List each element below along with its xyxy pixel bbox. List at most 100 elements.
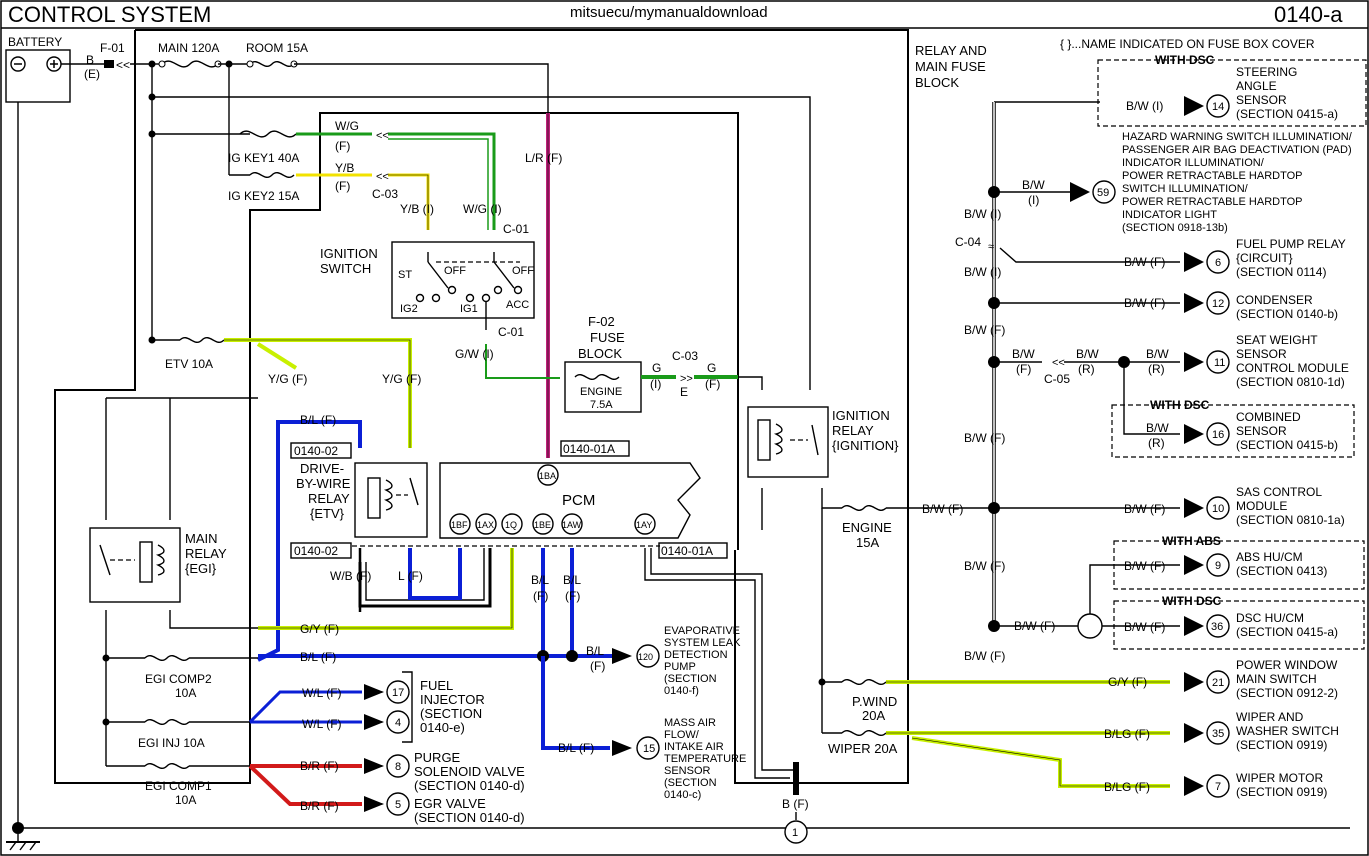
pcm-label: PCM: [562, 492, 595, 509]
svg-text:≈: ≈: [988, 241, 994, 253]
svg-text:(SECTION 0140-d): (SECTION 0140-d): [414, 778, 525, 793]
svg-text:WIPER 20A: WIPER 20A: [828, 741, 898, 756]
svg-text:SWITCH ILLUMINATION/: SWITCH ILLUMINATION/: [1122, 183, 1249, 195]
svg-text:G/W (I): G/W (I): [455, 347, 494, 361]
svg-text:B/W (F): B/W (F): [964, 559, 1005, 573]
svg-text:(F): (F): [533, 589, 548, 603]
svg-text:INTAKE AIR: INTAKE AIR: [664, 741, 724, 753]
svg-text:{EGI}: {EGI}: [185, 561, 217, 576]
svg-text:1: 1: [792, 827, 798, 839]
svg-text:INDICATOR LIGHT: INDICATOR LIGHT: [1122, 209, 1217, 221]
battery-symbol: [5, 49, 71, 103]
hazard-label: HAZARD WARNING SWITCH ILLUMINATION/ PASS…: [1122, 131, 1353, 234]
svg-text:SWITCH: SWITCH: [320, 261, 371, 276]
svg-text:B/W (F): B/W (F): [1124, 296, 1165, 310]
svg-text:EVAPORATIVE: EVAPORATIVE: [664, 625, 740, 637]
svg-text:(SECTION 0919): (SECTION 0919): [1236, 785, 1327, 799]
svg-text:G/Y (F): G/Y (F): [300, 622, 339, 636]
svg-text:B/W (F): B/W (F): [922, 502, 963, 516]
svg-text:B/W (F): B/W (F): [1124, 620, 1165, 634]
svg-text:F-02: F-02: [588, 314, 615, 329]
svg-text:IG KEY2 15A: IG KEY2 15A: [228, 189, 299, 203]
svg-text:ACC: ACC: [506, 299, 529, 311]
svg-text:POWER WINDOW: POWER WINDOW: [1236, 658, 1338, 672]
svg-text:Y/G (F): Y/G (F): [382, 372, 421, 386]
svg-text:INDICATOR ILLUMINATION/: INDICATOR ILLUMINATION/: [1122, 157, 1265, 169]
battery-label: BATTERY: [8, 35, 62, 49]
svg-text:(SECTION 0919): (SECTION 0919): [1236, 738, 1327, 752]
svg-text:(F): (F): [590, 659, 605, 673]
svg-text:WITH ABS: WITH ABS: [1162, 534, 1221, 548]
svg-text:8: 8: [395, 761, 401, 773]
svg-text:W/L (F): W/L (F): [302, 686, 342, 700]
svg-text:1Q: 1Q: [505, 520, 517, 530]
svg-text:B/W: B/W: [1012, 347, 1035, 361]
svg-text:{CIRCUIT}: {CIRCUIT}: [1236, 251, 1293, 265]
svg-text:35: 35: [1212, 728, 1224, 740]
svg-text:(R): (R): [1148, 436, 1165, 450]
svg-text:BY-WIRE: BY-WIRE: [296, 476, 351, 491]
svg-text:{ETV}: {ETV}: [310, 506, 345, 521]
svg-text:B/W (F): B/W (F): [1124, 255, 1165, 269]
svg-text:1BA: 1BA: [539, 471, 556, 481]
svg-text:W/G (I): W/G (I): [463, 202, 502, 216]
svg-text:C-03: C-03: [372, 187, 398, 201]
svg-text:59: 59: [1097, 187, 1109, 199]
svg-text:B/W: B/W: [1076, 347, 1099, 361]
svg-text:11: 11: [1214, 357, 1225, 369]
svg-text:FUSE: FUSE: [590, 330, 625, 345]
ignition-switch: [391, 241, 535, 319]
svg-text:EGI COMP2: EGI COMP2: [145, 672, 212, 686]
svg-text:5: 5: [395, 799, 401, 811]
svg-text:B: B: [86, 53, 94, 67]
svg-text:COMBINED: COMBINED: [1236, 410, 1301, 424]
svg-text:FUEL: FUEL: [420, 678, 453, 693]
svg-text:MAIN SWITCH: MAIN SWITCH: [1236, 672, 1317, 686]
svg-text:(SECTION 0413): (SECTION 0413): [1236, 564, 1327, 578]
svg-text:(F): (F): [335, 179, 350, 193]
svg-text:10A: 10A: [175, 793, 196, 807]
svg-text:EGI COMP1: EGI COMP1: [145, 779, 212, 793]
svg-text:(SECTION 0114): (SECTION 0114): [1236, 265, 1326, 279]
svg-text:(R): (R): [1148, 362, 1165, 376]
svg-text:B/W (F): B/W (F): [964, 431, 1005, 445]
svg-text:Y/G (F): Y/G (F): [268, 372, 307, 386]
svg-text:ANGLE: ANGLE: [1236, 79, 1277, 93]
svg-text:PUMP: PUMP: [664, 661, 696, 673]
svg-text:B/W (I): B/W (I): [1126, 99, 1163, 113]
svg-text:21: 21: [1212, 677, 1224, 689]
svg-text:SENSOR: SENSOR: [1236, 93, 1287, 107]
svg-text:WIPER MOTOR: WIPER MOTOR: [1236, 771, 1323, 785]
svg-text:MAIN FUSE: MAIN FUSE: [915, 59, 986, 74]
svg-text:BLOCK: BLOCK: [578, 346, 622, 361]
svg-text:0140-02: 0140-02: [294, 444, 338, 458]
svg-text:MODULE: MODULE: [1236, 499, 1287, 513]
svg-text:P.WIND: P.WIND: [852, 694, 897, 709]
svg-text:RELAY: RELAY: [185, 546, 227, 561]
svg-text:W/G: W/G: [335, 119, 359, 133]
svg-text:E: E: [680, 385, 688, 399]
svg-text:(SECTION 0415-b): (SECTION 0415-b): [1236, 438, 1338, 452]
svg-text:WASHER SWITCH: WASHER SWITCH: [1236, 724, 1339, 738]
svg-text:(SECTION 0918-13b): (SECTION 0918-13b): [1122, 222, 1228, 234]
svg-text:0140-01A: 0140-01A: [661, 544, 713, 558]
svg-text:OFF: OFF: [512, 265, 534, 277]
svg-text:B/L (F): B/L (F): [300, 650, 336, 664]
svg-text:SENSOR: SENSOR: [1236, 424, 1287, 438]
svg-text:C-04: C-04: [955, 235, 981, 249]
svg-text:(E): (E): [84, 67, 100, 81]
pcm-pins: 1BF 1AX 1Q 1BE 1AW 1AY: [449, 513, 656, 535]
page-title: CONTROL SYSTEM: [8, 2, 211, 27]
svg-text:SOLENOID VALVE: SOLENOID VALVE: [414, 764, 525, 779]
svg-text:17: 17: [392, 687, 404, 699]
svg-text:POWER RETRACTABLE HARDTOP: POWER RETRACTABLE HARDTOP: [1122, 170, 1303, 182]
svg-text:Y/B (I): Y/B (I): [400, 202, 434, 216]
svg-text:C-01: C-01: [498, 325, 524, 339]
evap-pump-label: EVAPORATIVE SYSTEM LEAK DETECTION PUMP (…: [664, 625, 741, 697]
svg-text:1BF: 1BF: [451, 520, 468, 530]
svg-text:G: G: [652, 361, 661, 375]
svg-text:B/L: B/L: [563, 573, 581, 587]
svg-text:IG2: IG2: [400, 303, 418, 315]
